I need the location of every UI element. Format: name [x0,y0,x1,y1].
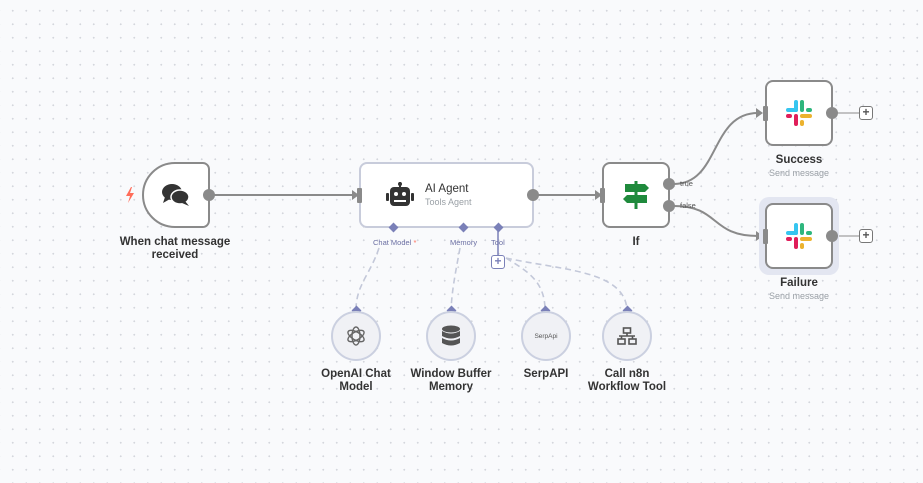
node-failure[interactable] [765,203,833,269]
agent-output-handle[interactable] [527,189,539,201]
if-true-label: true [680,179,693,188]
if-true-handle[interactable] [663,178,675,190]
slack-icon [786,223,812,249]
failure-add-button[interactable]: + [859,229,873,243]
failure-output-handle[interactable] [826,230,838,242]
port-memory-label: Memory [450,238,478,247]
port-tool-label: Tool [491,238,505,247]
node-serpapi[interactable]: SerpApi [521,311,571,361]
slack-icon [786,100,812,126]
trigger-label-line2: received [151,249,199,261]
edge-openai-agent [355,247,380,311]
success-subtitle: Send message [768,168,830,178]
node-ai-agent[interactable]: AI Agent Tools Agent [359,162,534,228]
edge-memory-agent [450,247,461,311]
memory-label-line1: Window Buffer [410,368,492,380]
serpapi-icon: SerpApi [534,332,558,340]
success-output-handle[interactable] [826,107,838,119]
workflow-tool-label-line1: Call n8n [604,368,650,380]
if-input-handle[interactable] [600,188,605,203]
serpapi-label: SerpAPI [523,368,569,380]
node-if[interactable] [602,162,670,228]
node-chat-trigger[interactable] [142,162,210,228]
workflow-tool-label: Call n8n Workflow Tool [577,368,677,394]
if-false-label: false [680,201,696,210]
node-window-buffer-memory[interactable] [426,311,476,361]
failure-input-handle[interactable] [763,229,768,244]
workflow-tool-label-line2: Workflow Tool [587,381,667,393]
chat-bubbles-icon [162,184,190,206]
node-success[interactable] [765,80,833,146]
arrow-success [756,108,763,118]
add-tool-button[interactable]: + [491,255,505,269]
trigger-label-line1: When chat message [119,236,231,248]
required-mark: * [413,238,417,247]
agent-title: AI Agent [425,183,469,195]
openai-icon [347,326,365,346]
agent-subtitle: Tools Agent [425,197,472,207]
openai-label-line2: Model [339,381,373,393]
success-input-handle[interactable] [763,106,768,121]
success-add-button[interactable]: + [859,106,873,120]
edge-workflow-tool [505,257,628,311]
if-false-handle[interactable] [663,200,675,212]
port-chat-model-label: Chat Model * [373,238,416,247]
robot-icon [386,182,414,206]
success-label: Success [775,154,823,166]
edge-if-failure [673,205,759,237]
openai-label-line1: OpenAI Chat [321,368,391,380]
node-call-workflow-tool[interactable] [602,311,652,361]
trigger-output-handle[interactable] [203,189,215,201]
trigger-label: When chat message received [110,236,240,262]
memory-label-line2: Memory [428,381,474,393]
agent-input-handle[interactable] [357,188,362,203]
if-label: If [632,236,640,248]
node-openai-chat-model[interactable] [331,311,381,361]
sitemap-icon [617,327,637,345]
failure-label: Failure [780,277,818,289]
chat-model-text: Chat Model [373,238,412,247]
openai-label: OpenAI Chat Model [306,368,406,394]
edge-serpapi-tool [505,257,546,311]
signpost-icon [623,181,649,209]
edge-if-success [673,112,759,185]
database-icon [442,325,460,346]
lightning-icon [126,187,134,203]
failure-subtitle: Send message [768,291,830,301]
memory-label: Window Buffer Memory [401,368,501,394]
